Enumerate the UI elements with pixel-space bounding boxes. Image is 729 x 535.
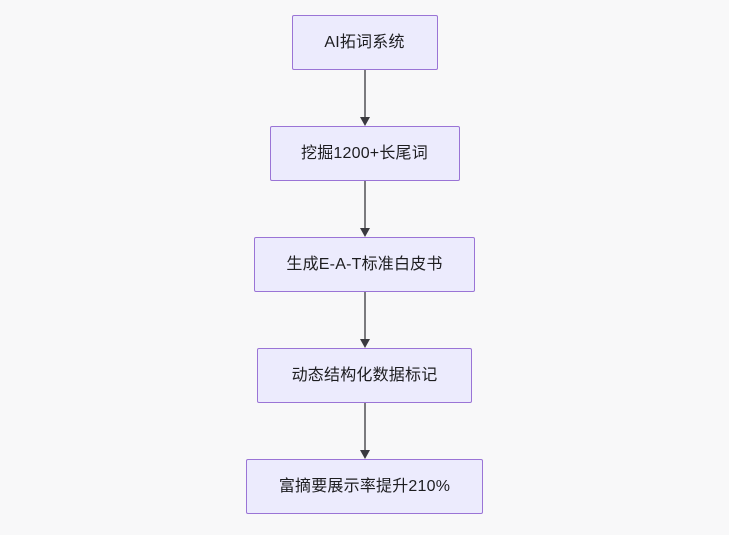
flow-node-label: 生成E-A-T标准白皮书 <box>286 255 443 273</box>
connector-line <box>363 403 366 451</box>
flow-node-rich-snippet-impression-lift[interactable]: 富摘要展示率提升210% <box>246 459 483 514</box>
flow-node-generate-eat-whitepaper[interactable]: 生成E-A-T标准白皮书 <box>254 237 475 292</box>
arrow-down-icon <box>359 450 370 459</box>
flow-connector-3 <box>357 292 373 348</box>
connector-line <box>363 292 366 340</box>
flow-node-ai-keyword-system[interactable]: AI拓词系统 <box>291 15 438 70</box>
flow-node-label: 动态结构化数据标记 <box>291 366 438 384</box>
connector-line <box>363 70 366 118</box>
flow-connector-2 <box>357 181 373 237</box>
arrow-down-icon <box>359 117 370 126</box>
arrow-down-icon <box>359 339 370 348</box>
flow-node-label: AI拓词系统 <box>324 33 405 51</box>
flow-connector-4 <box>357 403 373 459</box>
flow-node-label: 挖掘1200+长尾词 <box>301 144 428 162</box>
flow-node-mine-longtail-keywords[interactable]: 挖掘1200+长尾词 <box>269 126 460 181</box>
connector-line <box>363 181 366 229</box>
flow-node-label: 富摘要展示率提升210% <box>278 477 451 495</box>
flow-connector-1 <box>357 70 373 126</box>
arrow-down-icon <box>359 228 370 237</box>
flow-node-dynamic-structured-data-markup[interactable]: 动态结构化数据标记 <box>257 348 472 403</box>
